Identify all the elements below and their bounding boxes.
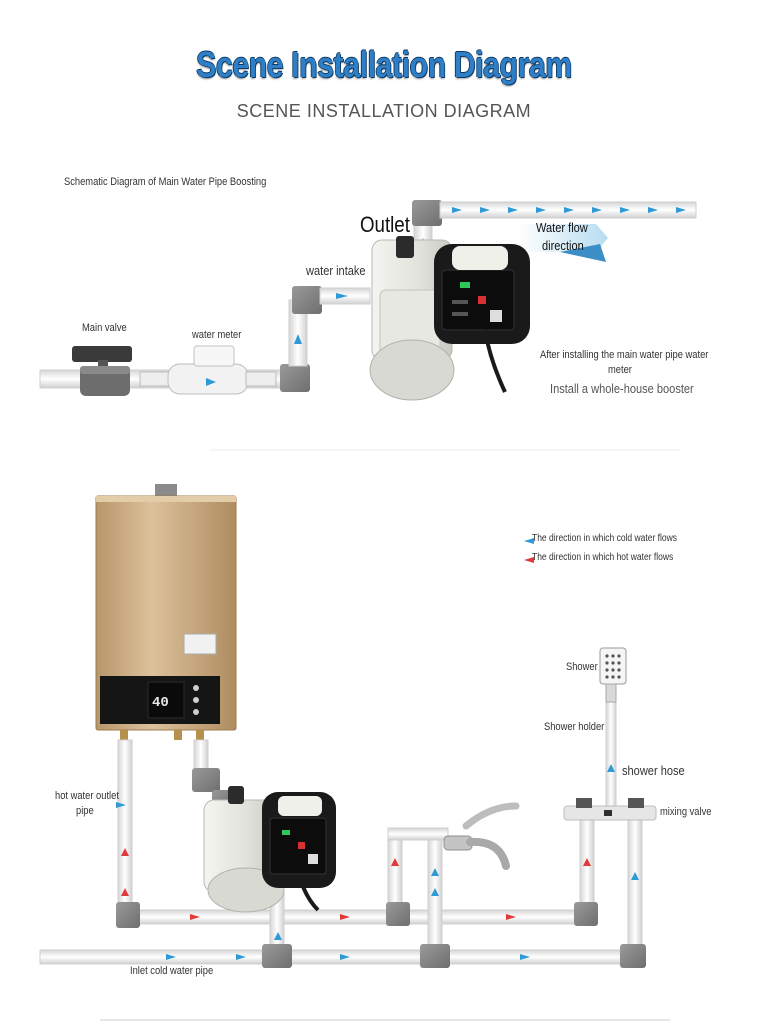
- booster-pump-top: [369, 236, 530, 401]
- top-diagram-caption: Schematic Diagram of Main Water Pipe Boo…: [64, 176, 267, 188]
- after-installing-line2: meter: [608, 364, 632, 376]
- legend-hot: The direction in which hot water flows: [532, 552, 674, 563]
- page-subtitle: SCENE INSTALLATION DIAGRAM: [236, 101, 532, 121]
- bottom-pipe-system: [39, 699, 646, 968]
- legend-cold: The direction in which cold water flows: [532, 533, 678, 544]
- hot-outlet-pipe-line1: hot water outlet: [55, 790, 119, 802]
- flow-direction-line1: Water flow: [536, 220, 588, 235]
- top-flow-arrows: [206, 207, 686, 386]
- water-intake-label: water intake: [306, 263, 366, 278]
- shower-head-icon: [599, 647, 627, 703]
- main-valve-label: Main valve: [82, 322, 127, 334]
- faucet-icon: [443, 802, 520, 870]
- hot-flow-arrows: [121, 557, 591, 920]
- page-title: Scene Installation Diagram: [196, 44, 572, 85]
- cold-flow-arrows: [116, 538, 639, 960]
- mixing-valve-icon: [563, 798, 657, 821]
- booster-pump-bottom: [203, 786, 336, 913]
- water-heater: 40: [95, 484, 237, 740]
- shower-holder-label: Shower holder: [544, 721, 605, 733]
- shower-label: Shower: [566, 661, 598, 673]
- inlet-cold-pipe-label: Inlet cold water pipe: [130, 965, 214, 977]
- water-meter-label: water meter: [192, 329, 242, 341]
- shower-hose-label: shower hose: [622, 763, 685, 778]
- top-pipe-system: [39, 200, 697, 396]
- mixing-valve-label: mixing valve: [660, 806, 712, 818]
- install-booster-label: Install a whole-house booster: [550, 381, 694, 396]
- outlet-label: Outlet: [360, 212, 410, 237]
- main-valve-icon: [72, 346, 132, 396]
- hot-outlet-pipe-line2: pipe: [76, 805, 94, 817]
- after-installing-line1: After installing the main water pipe wat…: [540, 349, 709, 361]
- flow-direction-line2: direction: [542, 238, 584, 253]
- heater-display: 40: [152, 695, 169, 711]
